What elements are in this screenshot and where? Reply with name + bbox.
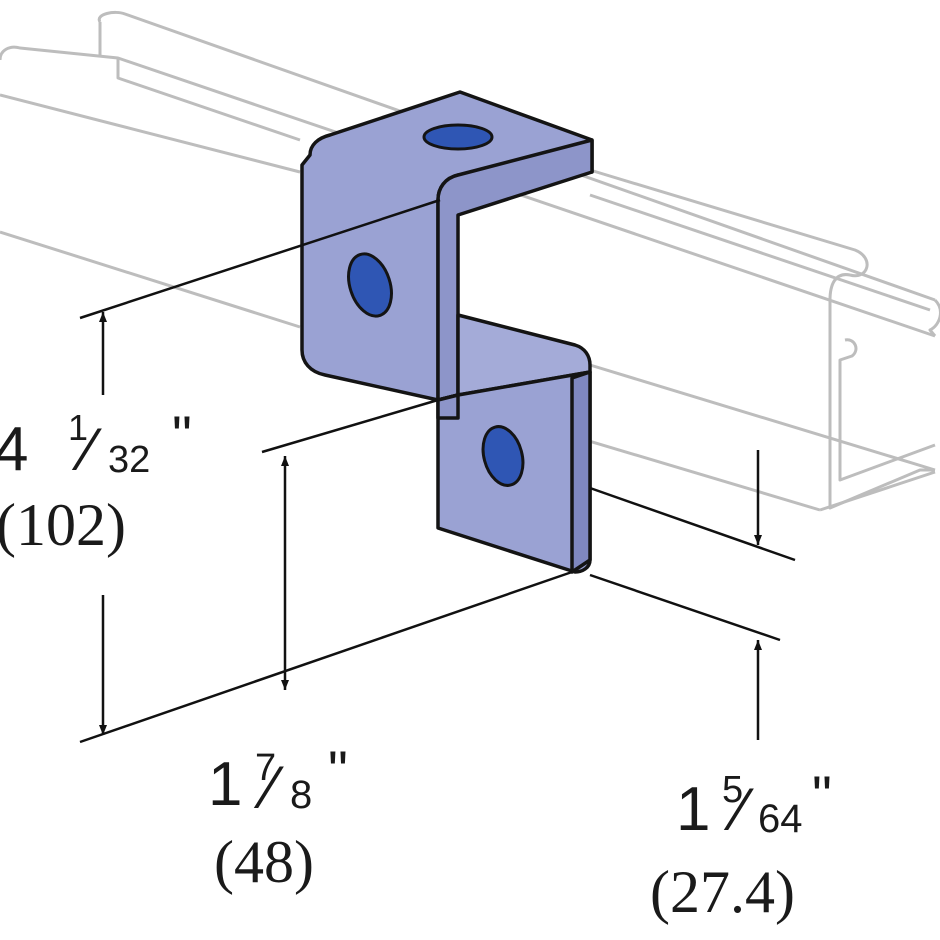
dimension-arrows (99, 312, 762, 740)
strut-channel (0, 10, 940, 512)
bracket-fold-edge (436, 393, 460, 420)
bracket-leg-edge (570, 370, 592, 574)
flange-denominator: 8 (290, 773, 312, 817)
lower-hole-icon (481, 425, 525, 487)
ext-line-mid (261, 398, 439, 454)
flange-inch-mark: " (328, 739, 348, 802)
ext-line-channel-bottom (589, 486, 796, 562)
channel-lower-rail (589, 363, 936, 472)
offset-numerator: 5 (722, 769, 743, 811)
channel-mid-line (0, 93, 301, 174)
offset-whole: 1 (676, 775, 710, 844)
mounting-holes (347, 123, 525, 487)
height-metric: (102) (0, 492, 126, 558)
bracket-middle-step (456, 313, 592, 397)
channel-top-edge (0, 45, 936, 338)
ext-line-top (79, 198, 441, 320)
height-inch-mark: " (172, 404, 192, 467)
height-dimension-label: 4 1 ⁄ 32 " (102) (0, 404, 192, 558)
channel-right-lip (928, 298, 940, 337)
bracket-web (436, 138, 594, 402)
offset-denominator: 64 (758, 797, 803, 841)
height-numerator: 1 (68, 407, 88, 448)
ext-line-bottom (79, 570, 573, 744)
offset-inch-mark: " (812, 764, 832, 827)
channel-end-profile (589, 168, 935, 510)
extension-lines (79, 198, 796, 744)
upper-hole-icon (347, 252, 393, 318)
height-whole: 4 (0, 415, 28, 484)
ext-line-leg-bottom (589, 573, 781, 642)
channel-bottom-line (0, 230, 301, 329)
height-denominator: 32 (108, 439, 150, 481)
top-hole-icon (422, 123, 494, 151)
channel-side-line (589, 193, 931, 312)
offset-dimension-label: 1 5 ⁄ 64 " (27.4) (650, 764, 832, 925)
channel-top-lip-back (97, 10, 936, 302)
flange-numerator: 7 (255, 747, 276, 789)
channel-end-inner (838, 338, 936, 482)
offset-metric: (27.4) (650, 859, 795, 925)
flange-whole: 1 (208, 750, 242, 819)
channel-end-bottom (819, 470, 936, 512)
channel-top-inner (116, 58, 301, 142)
flange-metric: (48) (214, 829, 314, 895)
z-bracket (300, 90, 594, 574)
flange-dimension-label: 1 7 ⁄ 8 " (48) (208, 739, 348, 895)
